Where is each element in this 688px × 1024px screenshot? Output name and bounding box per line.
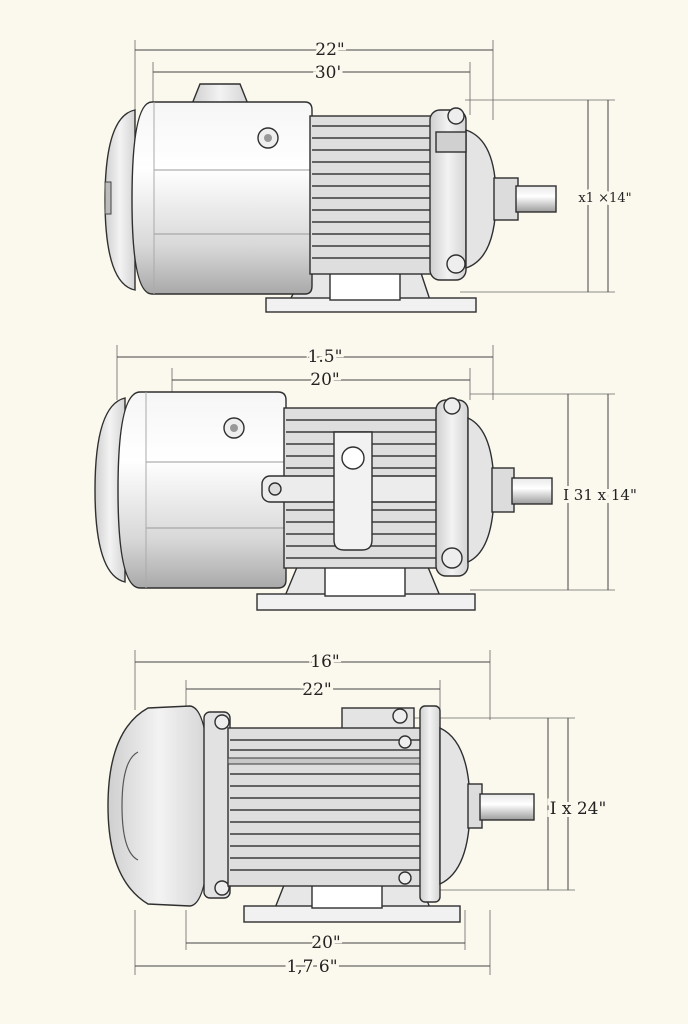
bolt-icon: [392, 708, 408, 724]
bolt-icon: [214, 714, 230, 730]
bolt-icon: [398, 735, 412, 749]
dim-overall-width-label: 22": [315, 40, 344, 60]
front-flange: [435, 397, 495, 577]
dim-body-width-label: 20": [310, 370, 339, 390]
front-flange: [398, 705, 471, 903]
output-shaft: [493, 177, 557, 221]
dimension-lines: [116, 345, 615, 591]
bolt-icon: [268, 482, 282, 496]
mounting-bracket: [261, 431, 463, 551]
dim-base-overall-label: 1,7 6": [286, 957, 337, 977]
bolt-icon: [447, 107, 465, 125]
dim-overall-width-label: 1.5": [308, 347, 343, 367]
bolt-icon: [446, 254, 466, 274]
motor-view-3: 16" 22" I x 24" 20" 1,7 6": [107, 649, 609, 980]
dim-base-width-label: 20": [311, 933, 340, 953]
dim-height-label: x1 ×14": [578, 191, 631, 206]
end-cap: [104, 109, 136, 291]
flange-ring: [203, 711, 231, 899]
motor-housing: [131, 101, 313, 295]
dimension-lines: [134, 650, 575, 975]
bolt-icon: [443, 397, 461, 415]
dimension-lines: [134, 40, 615, 293]
bolt-icon: [214, 880, 230, 896]
terminal-box: [190, 83, 250, 105]
bolt-icon: [441, 547, 463, 569]
end-cap: [107, 705, 211, 907]
motor-view-1: 22" 30' x1 ×14": [104, 37, 635, 313]
end-cap: [94, 397, 126, 583]
bolt-icon: [398, 871, 412, 885]
motor-view-2: 1.5" 20" I 31 x 14": [94, 344, 640, 611]
dim-height-label: I 31 x 14": [563, 486, 637, 504]
motor-housing: [117, 391, 287, 589]
dim-height-label: I x 24": [550, 799, 607, 819]
dim-body-width-label: 22": [302, 680, 331, 700]
dim-overall-width-label: 16": [310, 652, 339, 672]
front-flange: [429, 107, 497, 281]
output-shaft: [467, 783, 535, 829]
output-shaft: [491, 467, 553, 513]
cooling-fins: [227, 727, 423, 887]
dim-body-width-label: 30': [315, 63, 341, 83]
